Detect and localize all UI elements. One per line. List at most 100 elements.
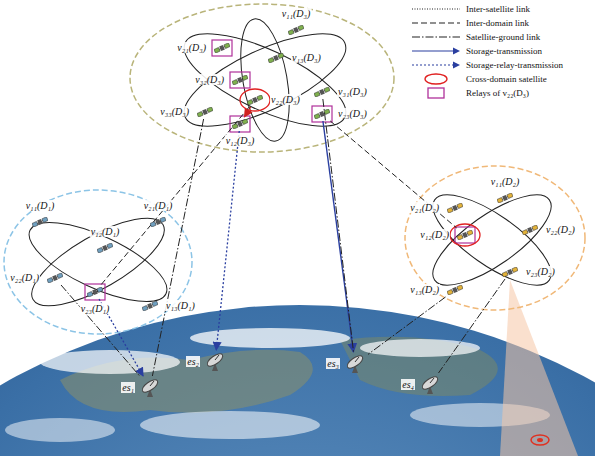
satellite-label: v₂₂(D₁): [9, 272, 40, 283]
satellite-label: v₁₂(D₁): [90, 226, 121, 237]
earth-station: es₄: [419, 375, 441, 395]
satellite: v₁₁(D₂): [497, 193, 513, 203]
orbit: [19, 207, 177, 318]
legend-sample: [410, 17, 462, 29]
satellite: v₁₂(D₂): [457, 230, 473, 240]
link-line: [330, 121, 456, 228]
link-line: [368, 297, 446, 354]
relay-box: [312, 106, 332, 122]
legend-sample: [410, 45, 462, 57]
relay-box: [85, 284, 105, 300]
satellite: v₂₃(D₁): [87, 287, 103, 297]
orbit: [173, 16, 358, 145]
legend-text: Storage-relay-transmission: [466, 60, 563, 70]
satellite-label: v₁₁(D₃): [281, 8, 312, 19]
satellite: v₁₃(D₁): [142, 301, 158, 311]
legend-sample: [410, 59, 462, 71]
cross-domain-ring: [450, 224, 480, 246]
domain-boundary: [130, 4, 394, 152]
satellite: v₂₁(D₃): [214, 43, 230, 53]
satellite: v₁₂(D₃): [232, 119, 248, 129]
satellite-icon: [142, 301, 158, 311]
legend-text: Inter-satellite link: [466, 4, 530, 14]
dish-icon: [139, 378, 161, 398]
satellite-icon: [268, 53, 284, 63]
link-line: [323, 99, 354, 352]
dish-icon: [204, 352, 226, 372]
legend-text: Satellite-ground link: [466, 32, 540, 42]
coverage-beam: [500, 280, 578, 456]
satellite-label: v₂₃(D₃): [337, 108, 368, 119]
target-marker: [537, 438, 543, 442]
legend-row: Cross-domain satellite: [410, 72, 563, 86]
orbit: [420, 179, 563, 300]
link-line: [61, 285, 140, 376]
satellite: v₂₂(D₃): [247, 95, 263, 105]
legend-sample: [410, 87, 462, 99]
legend-text: Storage-transmission: [466, 46, 542, 56]
orbit: [20, 202, 176, 322]
legend-sample: [410, 3, 462, 15]
legend-row: Inter-domain link: [410, 16, 563, 30]
land: [340, 337, 498, 396]
relay-box: [230, 72, 250, 88]
link-line: [101, 107, 249, 285]
satellite-icon: [457, 230, 473, 240]
cloud: [5, 418, 115, 442]
satellite-icon: [32, 217, 48, 227]
legend-row: Storage-transmission: [410, 44, 563, 58]
satellite-label: v₁₃(D₂): [409, 284, 440, 295]
satellite-icon: [87, 287, 103, 297]
satellite-icon: [232, 119, 248, 129]
legend-row: Satellite-ground link: [410, 30, 563, 44]
satellite-label: v₁₃(D₃): [291, 52, 322, 63]
cloud: [190, 328, 350, 348]
link-line: [244, 107, 250, 117]
legend-row: Storage-relay-transmission: [410, 58, 563, 72]
cloud: [40, 350, 180, 374]
station-label: es₃: [326, 358, 340, 369]
dish-icon: [344, 354, 366, 374]
satellite-icon: [447, 203, 463, 213]
link-line: [152, 119, 203, 376]
satellite: v₂₂(D₂): [522, 225, 538, 235]
satellite-label: v₁₂(D₃): [225, 135, 256, 146]
orbit: [233, 15, 298, 145]
earth-station: es₂: [204, 352, 226, 372]
legend-text: Cross-domain satellite: [466, 74, 547, 84]
satellite-icon: [314, 109, 330, 119]
orbit: [420, 179, 563, 300]
satellite-icon: [47, 273, 63, 283]
satellite-label: v₁₂(D₂): [419, 229, 450, 240]
satellite: v₂₃(D₃): [314, 109, 330, 119]
satellite-label: v₂₁(D₃): [176, 42, 207, 53]
satellite-label: v₂₁(D₂): [409, 202, 440, 213]
satellite: v₁₁(D₃): [288, 25, 304, 35]
satellite-icon: [314, 87, 330, 97]
satellite-icon: [247, 95, 263, 105]
target-marker: [531, 435, 549, 445]
satellite-label: v₃₂(D₃): [194, 74, 225, 85]
station-label: es₄: [401, 379, 415, 390]
relay-box: [455, 227, 475, 243]
legend-sample: [410, 31, 462, 43]
satellite: v₁₁(D₁): [32, 217, 48, 227]
domain-boundary: [405, 166, 585, 310]
satellite-icon: [502, 267, 518, 277]
satellite: v₁₃(D₃): [268, 53, 284, 63]
satellite-label: v₂₃(D₁): [80, 303, 111, 314]
cloud: [140, 411, 320, 439]
station-label: es₁: [121, 382, 135, 393]
legend-sample: [410, 73, 462, 85]
satellite: v₁₂(D₁): [97, 243, 113, 253]
link-line: [216, 131, 239, 350]
satellite: v₂₂(D₁): [47, 273, 63, 283]
link-line: [438, 279, 505, 373]
satellite-icon: [150, 217, 166, 227]
satellite: v₃₂(D₃): [232, 75, 248, 85]
satellite: v₂₃(D₂): [502, 267, 518, 277]
satellite-label: v₂₂(D₂): [545, 224, 576, 235]
legend-text: Relays of v₂₂(D₃): [466, 88, 529, 98]
satellite-label: v₁₁(D₁): [25, 200, 56, 211]
satellite-label: v₂₂(D₃): [270, 94, 301, 105]
